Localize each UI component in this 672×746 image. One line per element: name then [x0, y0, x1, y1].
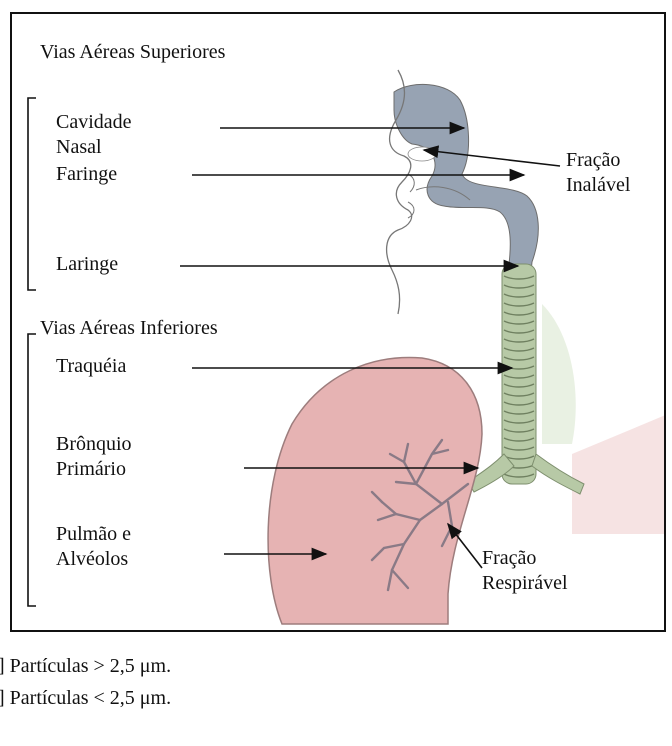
section-lower-title: Vias Aéreas Inferiores [40, 316, 218, 341]
bracket-lower [28, 334, 36, 606]
label-pharynx: Faringe [56, 162, 117, 187]
section-upper-title: Vias Aéreas Superiores [40, 40, 225, 65]
nasal-opening [408, 147, 436, 161]
respiratory-diagram: Vias Aéreas Superiores Cavidade Nasal Fa… [10, 12, 666, 632]
legend-fine-particles: ] Partículas < 2,5 μm. [0, 686, 171, 710]
label-lung-alveoli: Pulmão e Alvéolos [56, 522, 131, 572]
label-primary-bronchus: Brônquio Primário [56, 432, 132, 482]
label-respirable-fraction: Fração Respirável [482, 546, 568, 596]
section-brackets [28, 98, 36, 606]
tissue-shading [542, 304, 576, 444]
label-nasal-cavity: Cavidade Nasal [56, 110, 132, 160]
legend-coarse-particles: ] Partículas > 2,5 μm. [0, 654, 171, 678]
label-trachea: Traquéia [56, 354, 126, 379]
lung-shape [268, 358, 482, 624]
right-lung-edge [572, 414, 666, 534]
label-inhalable-fraction: Fração Inalável [566, 148, 630, 198]
bracket-upper [28, 98, 36, 290]
label-larynx: Laringe [56, 252, 118, 277]
